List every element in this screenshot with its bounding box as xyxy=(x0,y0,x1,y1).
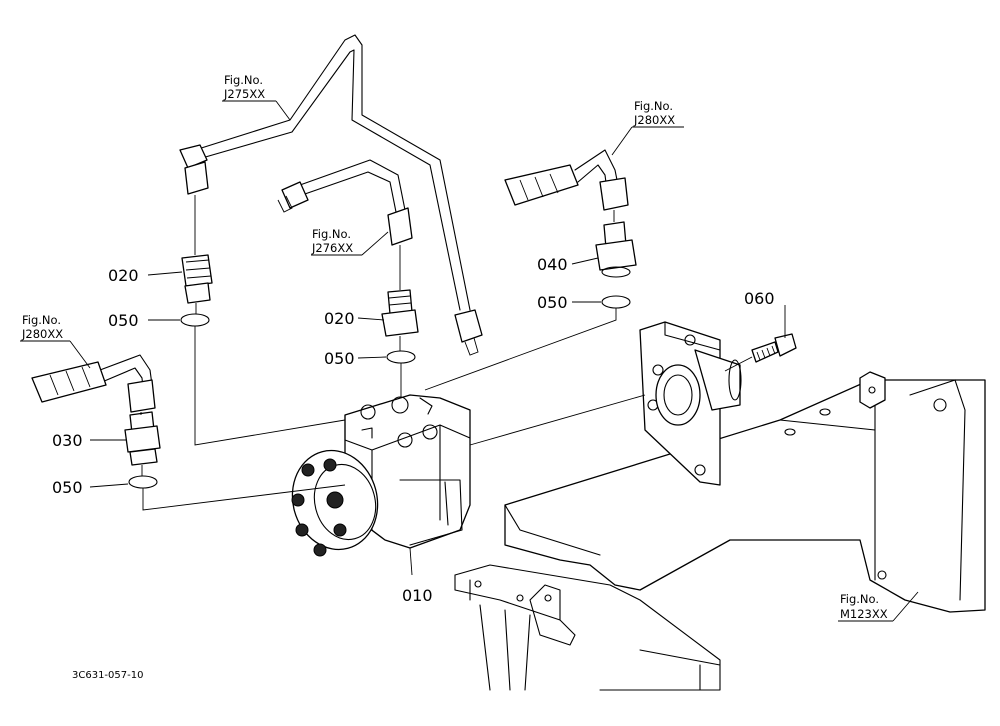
label-050-left: 050 xyxy=(108,311,139,330)
label-020-left: 020 xyxy=(108,266,139,285)
fig-ref-j276-number: J276XX xyxy=(311,241,353,255)
fitting-020-left xyxy=(181,254,213,304)
label-040: 040 xyxy=(537,255,568,274)
fitting-030 xyxy=(124,411,161,466)
diagram-code: 3C631-057-10 xyxy=(72,670,143,681)
fig-ref-j275-label: Fig.No. xyxy=(224,73,263,87)
label-030: 030 xyxy=(52,431,83,450)
fig-ref-j280-right-number: J280XX xyxy=(633,113,675,127)
fig-ref-j280-right-label: Fig.No. xyxy=(634,99,673,113)
fig-ref-j276-label: Fig.No. xyxy=(312,227,351,241)
fitting-040 xyxy=(595,221,637,278)
label-060: 060 xyxy=(744,289,775,308)
label-050-lower: 050 xyxy=(52,478,83,497)
label-050-right: 050 xyxy=(537,293,568,312)
fig-ref-j280-left-label: Fig.No. xyxy=(22,313,61,327)
frame-bracket xyxy=(454,371,986,691)
pipes xyxy=(31,34,629,413)
fig-ref-m123-number: M123XX xyxy=(840,607,888,621)
fig-ref-m123-label: Fig.No. xyxy=(840,592,879,606)
label-050-center: 050 xyxy=(324,349,355,368)
fig-ref-j275-number: J275XX xyxy=(223,87,265,101)
fig-ref-j280-left-number: J280XX xyxy=(21,327,63,341)
fitting-020-center xyxy=(381,289,419,337)
mounting-plate xyxy=(639,321,742,486)
label-020-center: 020 xyxy=(324,309,355,328)
label-010: 010 xyxy=(402,586,433,605)
bolt-060 xyxy=(724,305,797,372)
steering-unit-010 xyxy=(291,394,471,557)
assembly-lines xyxy=(20,100,919,622)
